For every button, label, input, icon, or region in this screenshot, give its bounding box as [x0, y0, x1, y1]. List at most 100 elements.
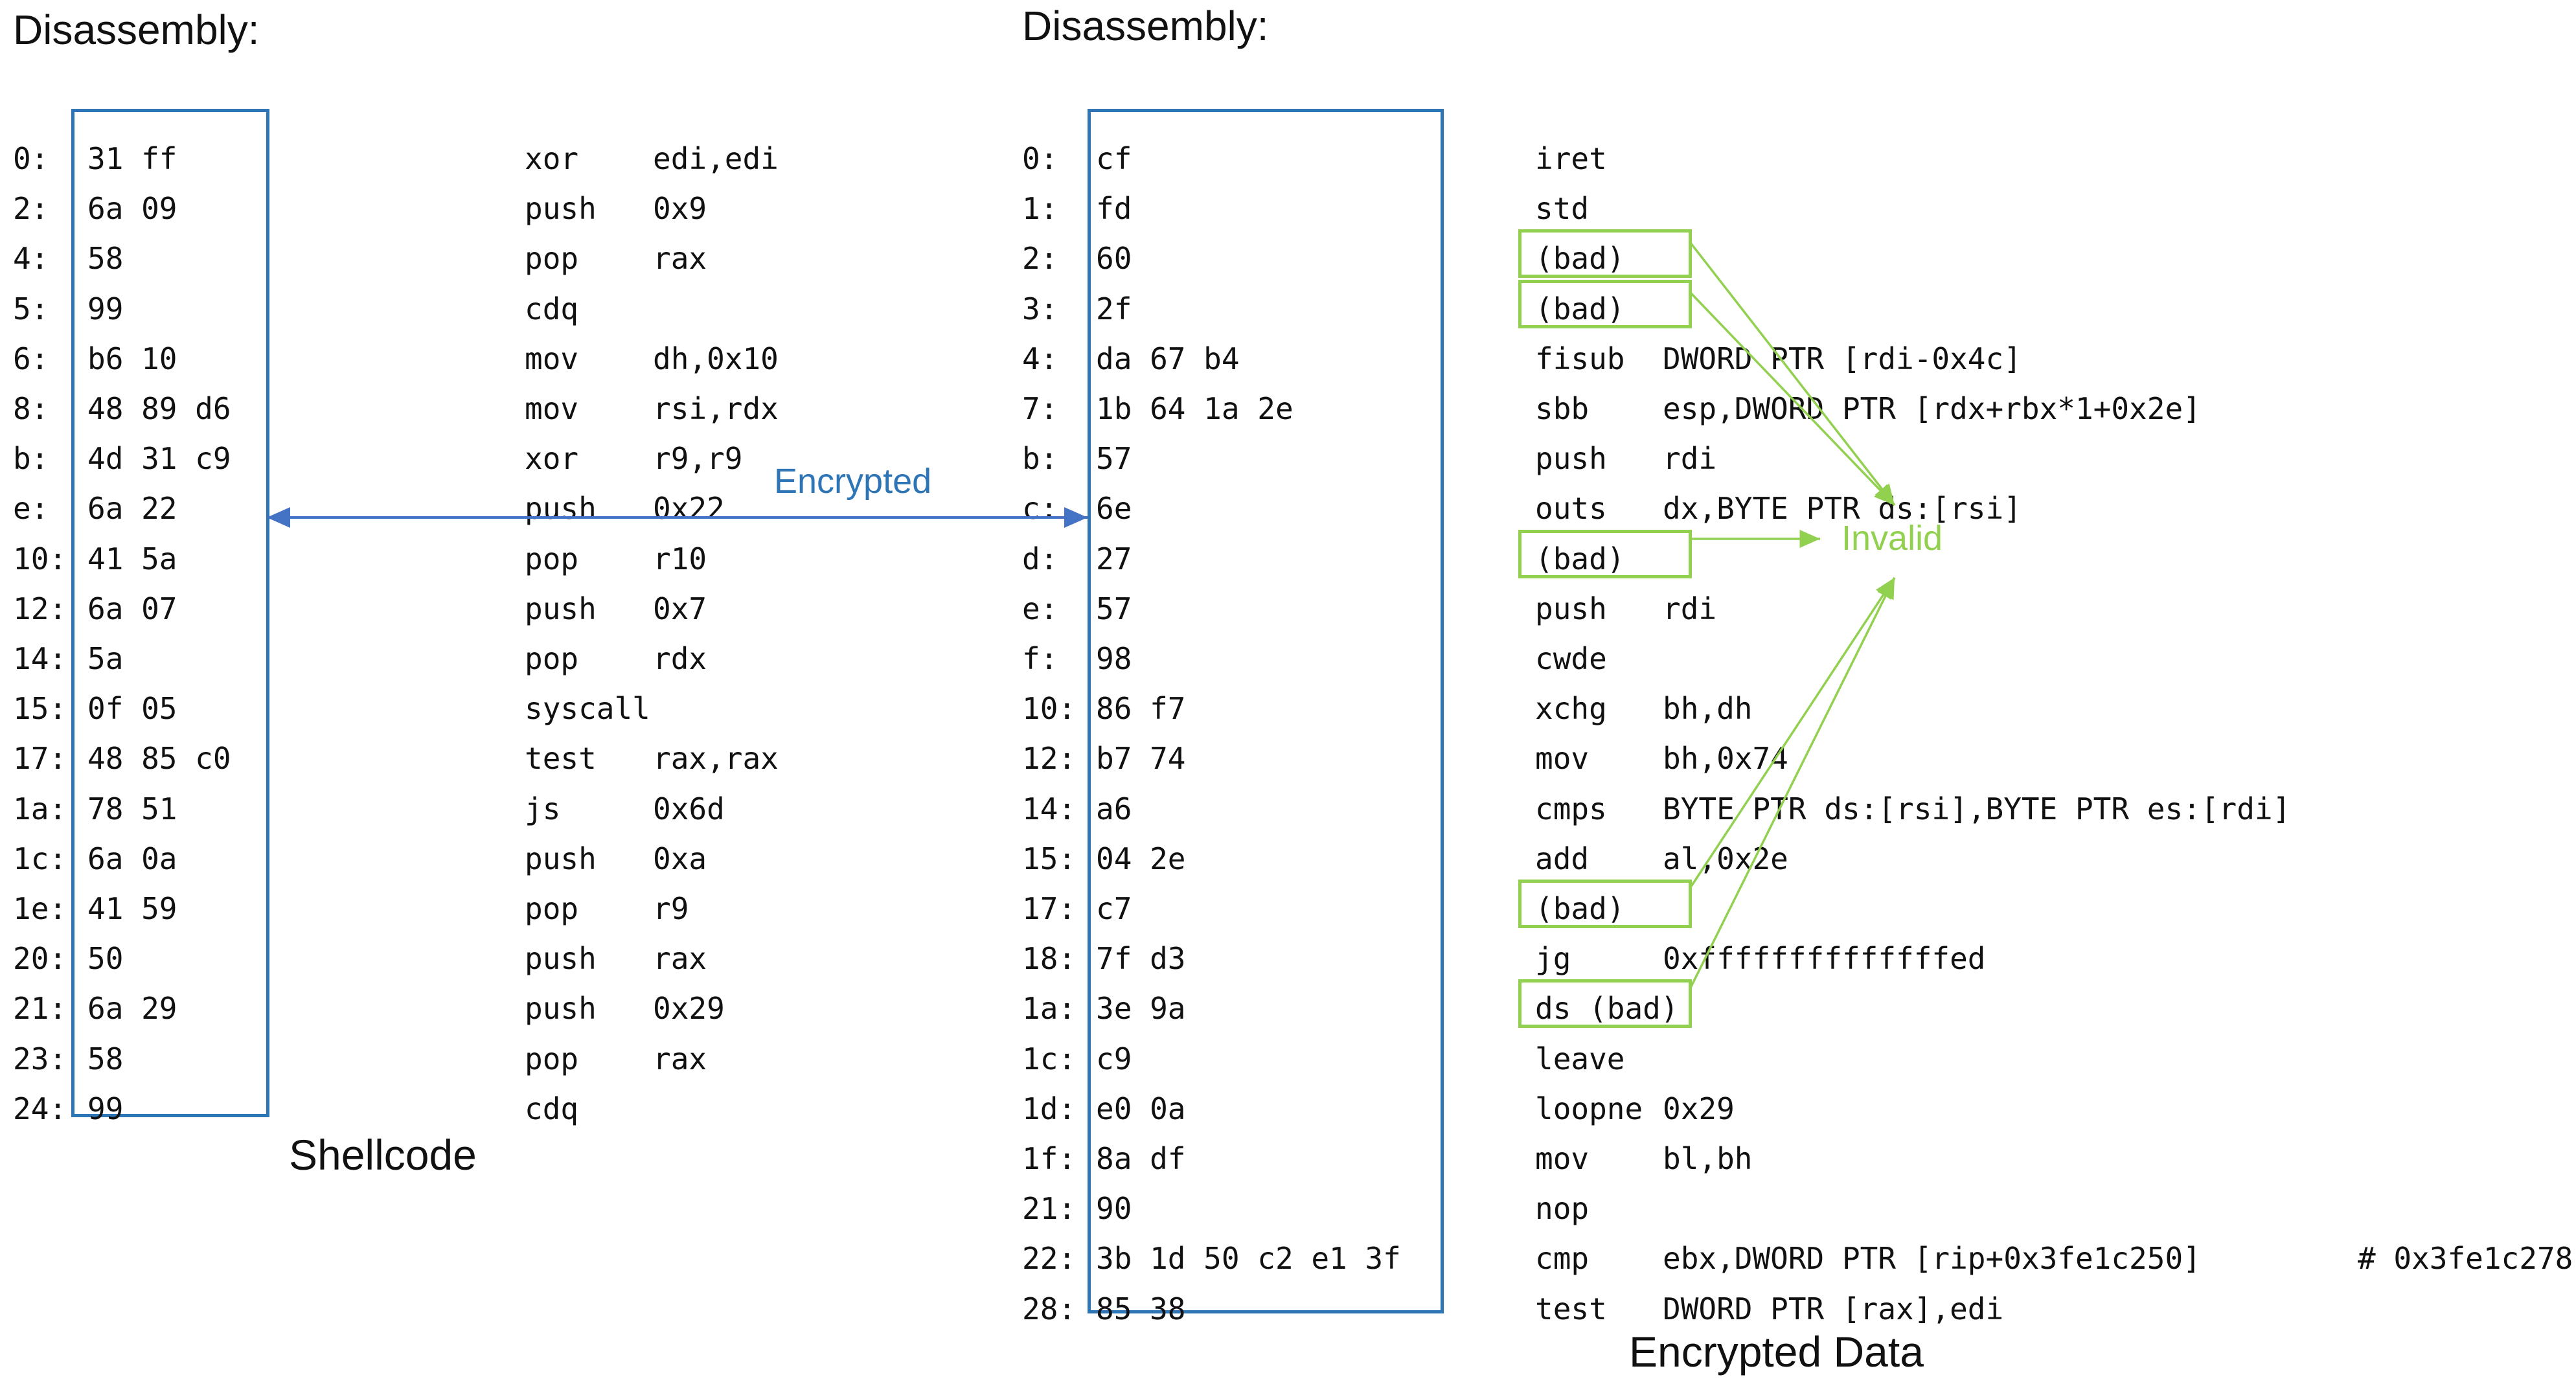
shellcode-operands: rdx — [653, 641, 707, 676]
encrypted-address: 7: — [1022, 391, 1058, 426]
encrypted-address: 14: — [1022, 791, 1077, 826]
shellcode-bytes: 6a 22 — [87, 491, 177, 527]
encrypted-address: 2: — [1022, 241, 1058, 277]
encrypted-mnemonic: push — [1535, 591, 1607, 626]
shellcode-address: b: — [13, 441, 49, 477]
shellcode-address: 6: — [13, 341, 49, 376]
shellcode-mnemonic: test — [525, 741, 597, 777]
shellcode-mnemonic: mov — [525, 391, 579, 426]
encrypted-address: 22: — [1022, 1241, 1077, 1277]
shellcode-operands: rsi,rdx — [653, 391, 779, 426]
shellcode-operands: r9 — [653, 891, 689, 926]
caption-encrypted-data: Encrypted Data — [1629, 1328, 1924, 1376]
shellcode-mnemonic: push — [525, 841, 597, 876]
encrypted-address: 10: — [1022, 691, 1077, 727]
shellcode-mnemonic: pop — [525, 641, 579, 676]
shellcode-address: 4: — [13, 241, 49, 277]
encrypted-address: e: — [1022, 591, 1058, 626]
encrypted-address: 3: — [1022, 291, 1058, 326]
shellcode-mnemonic: push — [525, 991, 597, 1027]
encrypted-mnemonic: (bad) — [1535, 891, 1625, 926]
encrypted-mnemonic: loopne — [1535, 1091, 1643, 1126]
encrypted-bytes: b7 74 — [1096, 741, 1186, 777]
encrypted-operands: DWORD PTR [rax],edi — [1663, 1291, 2004, 1326]
shellcode-operands: 0x9 — [653, 191, 707, 227]
shellcode-bytes: b6 10 — [87, 341, 177, 376]
shellcode-operands: rax,rax — [653, 741, 779, 777]
shellcode-mnemonic: push — [525, 941, 597, 977]
invalid-instruction-box — [1518, 529, 1692, 578]
shellcode-mnemonic: pop — [525, 891, 579, 926]
encrypted-mnemonic: (bad) — [1535, 541, 1625, 576]
shellcode-mnemonic: xor — [525, 441, 579, 477]
encrypted-bytes: fd — [1096, 191, 1132, 227]
encrypted-mnemonic: jg — [1535, 941, 1571, 977]
heading-left: Disassembly: — [13, 6, 260, 53]
encrypted-mnemonic: std — [1535, 191, 1590, 227]
encrypted-bytes: c7 — [1096, 891, 1132, 926]
encrypted-address: 17: — [1022, 891, 1077, 926]
encrypted-mnemonic: outs — [1535, 491, 1607, 527]
encrypted-bytes: e0 0a — [1096, 1091, 1186, 1126]
encrypted-mnemonic: (bad) — [1535, 241, 1625, 277]
shellcode-address: 20: — [13, 941, 67, 977]
encrypted-operands: rdi — [1663, 441, 1717, 477]
encrypted-mnemonic: add — [1535, 841, 1590, 876]
encrypted-bytes: 85 38 — [1096, 1291, 1186, 1326]
encrypted-mnemonic: sbb — [1535, 391, 1590, 426]
shellcode-operands: 0x29 — [653, 991, 725, 1027]
encrypted-bytes: 27 — [1096, 541, 1132, 576]
encrypted-bytes: 3b 1d 50 c2 e1 3f — [1096, 1241, 1401, 1277]
encrypted-address: 28: — [1022, 1291, 1077, 1326]
encrypted-address: 1: — [1022, 191, 1058, 227]
encrypted-address: b: — [1022, 441, 1058, 477]
shellcode-bytes: 5a — [87, 641, 124, 676]
shellcode-bytes: 6a 09 — [87, 191, 177, 227]
encrypted-mnemonic: mov — [1535, 1141, 1590, 1176]
shellcode-address: 2: — [13, 191, 49, 227]
shellcode-mnemonic: push — [525, 491, 597, 527]
shellcode-operands: r9,r9 — [653, 441, 743, 477]
shellcode-bytes: 99 — [87, 291, 124, 326]
shellcode-mnemonic: push — [525, 591, 597, 626]
shellcode-bytes: 78 51 — [87, 791, 177, 826]
encrypted-mnemonic: (bad) — [1535, 291, 1625, 326]
encrypted-bytes: 04 2e — [1096, 841, 1186, 876]
shellcode-address: 17: — [13, 741, 67, 777]
invalid-instruction-box — [1518, 979, 1692, 1028]
invalid-label: Invalid — [1841, 519, 1943, 558]
shellcode-mnemonic: pop — [525, 241, 579, 277]
shellcode-address: 23: — [13, 1041, 67, 1076]
shellcode-bytes: 41 5a — [87, 541, 177, 576]
shellcode-bytes-box — [71, 109, 269, 1117]
encrypted-address: 1f: — [1022, 1141, 1077, 1176]
shellcode-bytes: 41 59 — [87, 891, 177, 926]
shellcode-mnemonic: pop — [525, 1041, 579, 1076]
shellcode-address: 24: — [13, 1091, 67, 1126]
encrypted-operands: esp,DWORD PTR [rdx+rbx*1+0x2e] — [1663, 391, 2201, 426]
invalid-arrow-5 — [1689, 577, 1896, 988]
encrypted-mnemonic: mov — [1535, 741, 1590, 777]
encrypted-operands: bh,0x74 — [1663, 741, 1788, 777]
shellcode-bytes: 58 — [87, 1041, 124, 1076]
encrypted-mnemonic: ds (bad) — [1535, 991, 1679, 1027]
encrypted-address: f: — [1022, 641, 1058, 676]
shellcode-mnemonic: mov — [525, 341, 579, 376]
shellcode-bytes: 6a 07 — [87, 591, 177, 626]
shellcode-address: 8: — [13, 391, 49, 426]
shellcode-address: 5: — [13, 291, 49, 326]
shellcode-bytes: 4d 31 c9 — [87, 441, 231, 477]
shellcode-address: 10: — [13, 541, 67, 576]
encrypted-bytes: 6e — [1096, 491, 1132, 527]
shellcode-bytes: 48 85 c0 — [87, 741, 231, 777]
encrypted-bytes: 3e 9a — [1096, 991, 1186, 1027]
shellcode-address: 0: — [13, 141, 49, 176]
shellcode-operands: r10 — [653, 541, 707, 576]
shellcode-mnemonic: push — [525, 191, 597, 227]
encrypted-address: 15: — [1022, 841, 1077, 876]
encrypted-label: Encrypted — [774, 462, 932, 501]
encrypted-operands: rdi — [1663, 591, 1717, 626]
encrypted-comment: # 0x3fe1c278 — [2358, 1241, 2573, 1277]
shellcode-operands: 0xa — [653, 841, 707, 876]
